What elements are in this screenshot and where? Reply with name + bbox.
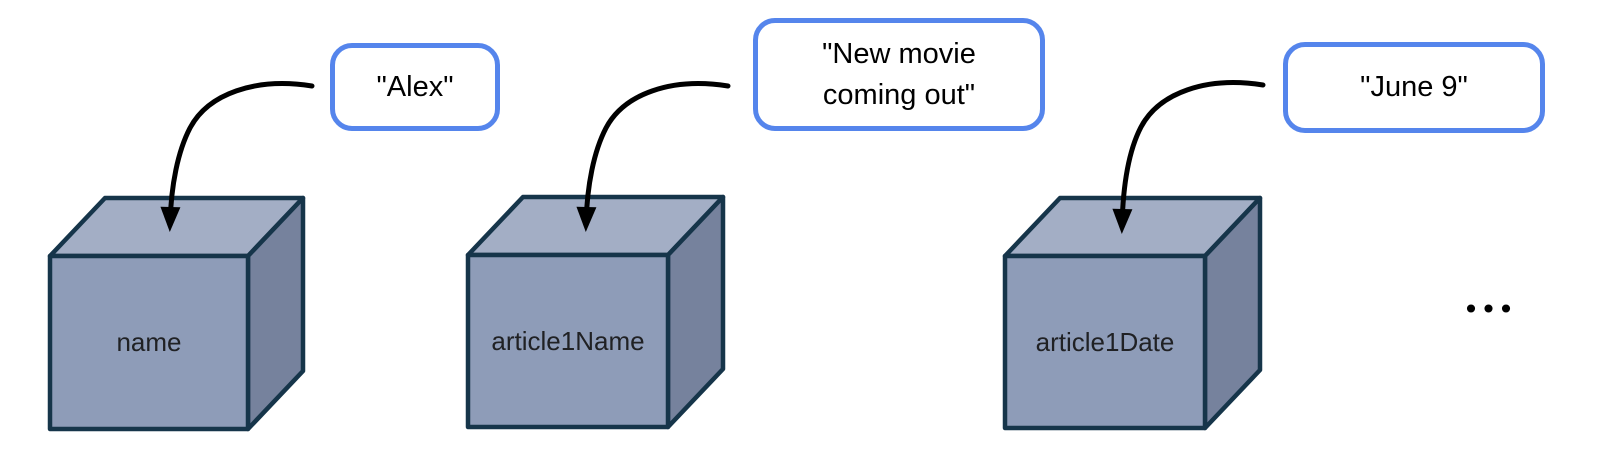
box-label: article1Name bbox=[491, 326, 644, 356]
arrow-to-article1name bbox=[576, 81, 731, 232]
value-bubble-article1date: "June 9" bbox=[1283, 42, 1545, 133]
value-bubble-article1name: "New movie coming out" bbox=[753, 18, 1045, 131]
arrow-to-article1date bbox=[1112, 80, 1266, 234]
box-front-face bbox=[465, 252, 671, 430]
more-variables-ellipsis: ••• bbox=[1463, 293, 1516, 326]
box-name: name bbox=[47, 195, 306, 432]
box-article1date: article1Date bbox=[1002, 195, 1263, 431]
box-label: name bbox=[116, 327, 181, 357]
box-article1name: article1Name bbox=[465, 194, 726, 430]
box-label: article1Date bbox=[1036, 327, 1175, 357]
box-front-face bbox=[1002, 253, 1208, 431]
arrow-to-name bbox=[160, 81, 315, 232]
value-bubble-name: "Alex" bbox=[330, 43, 500, 131]
box-front-face bbox=[47, 253, 251, 432]
